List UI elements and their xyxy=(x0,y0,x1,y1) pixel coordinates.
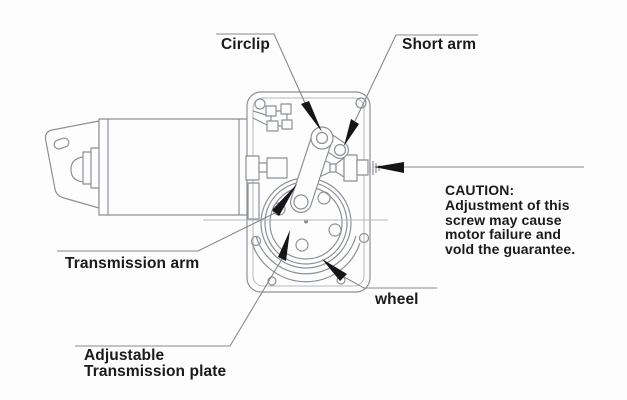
caution-text: CAUTION: Adjustment of this screw may ca… xyxy=(445,183,605,257)
adjustable-plate-label-line1: Adjustable xyxy=(84,347,165,364)
motor-body-drawing xyxy=(98,118,249,216)
caution-line: screw may cause xyxy=(445,211,562,228)
terminal-markings xyxy=(252,103,293,132)
circlip-label: Circlip xyxy=(221,36,270,53)
adjustable-plate-label: Adjustable Transmission plate xyxy=(84,348,226,380)
transmission-arm-drawing xyxy=(290,126,334,213)
short-arm-pointer-arrow xyxy=(344,119,359,146)
caution-line: motor failure and xyxy=(445,226,562,243)
leader-lines xyxy=(57,33,584,347)
short-arm-label: Short arm xyxy=(402,36,477,53)
screw-pointer-arrow xyxy=(374,162,404,173)
adjustable-plate-label-line2: Transmission plate xyxy=(84,363,227,380)
transmission-arm-label: Transmission arm xyxy=(65,255,200,272)
adjustment-screw-drawing xyxy=(369,161,380,175)
wheel-pointer-arrow xyxy=(322,259,347,281)
plate-pointer-arrow xyxy=(278,230,290,261)
circlip-pointer-arrow xyxy=(301,101,322,132)
motor-end-cap-drawing xyxy=(70,147,101,189)
caution-line: vold the guarantee. xyxy=(445,241,576,258)
transmission-arm-pointer-arrow xyxy=(272,184,297,216)
caution-line: Adjustment of this xyxy=(445,196,570,213)
caution-title: CAUTION: xyxy=(445,182,515,198)
wheel-label: wheel xyxy=(375,291,419,308)
